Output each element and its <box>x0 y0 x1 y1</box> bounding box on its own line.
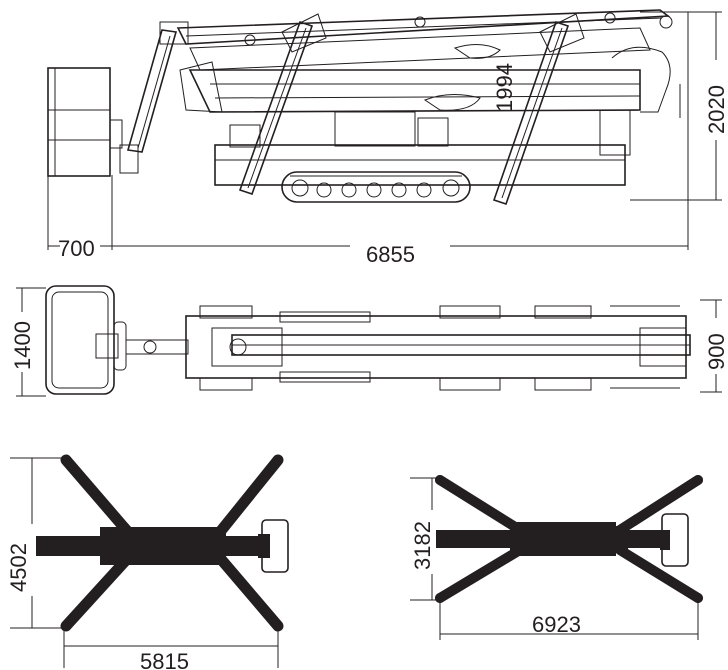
dim-wide-span-width: 4502 <box>6 543 31 592</box>
dim-machine-width: 900 <box>704 333 728 370</box>
side-jib <box>126 21 189 153</box>
dim-narrow-span-length: 6923 <box>532 612 581 637</box>
side-chassis <box>214 109 631 186</box>
outrigger-narrow-view: 3182 6923 <box>410 475 703 640</box>
side-main-boom <box>179 44 671 113</box>
side-basket <box>47 67 139 177</box>
top-basket <box>45 285 127 395</box>
dim-basket-width: 1400 <box>10 321 35 370</box>
side-view: 700 6855 2020 1994 <box>47 9 728 267</box>
dim-narrow-span-width: 3182 <box>410 521 435 570</box>
dim-basket-offset: 700 <box>58 236 95 261</box>
top-view: 1400 900 <box>10 285 728 397</box>
dim-body-height: 1994 <box>492 63 517 112</box>
outrigger-wide-view: 4502 5815 <box>6 454 289 670</box>
top-jib-head <box>125 339 189 355</box>
dim-overall-length: 6855 <box>366 242 415 267</box>
top-body <box>185 305 691 391</box>
side-upper-boom <box>176 9 673 71</box>
side-crawler-track <box>281 171 471 203</box>
dim-overall-height: 2020 <box>704 85 728 134</box>
dim-wide-span-length: 5815 <box>140 649 189 670</box>
side-outrigger-legs <box>238 13 585 206</box>
